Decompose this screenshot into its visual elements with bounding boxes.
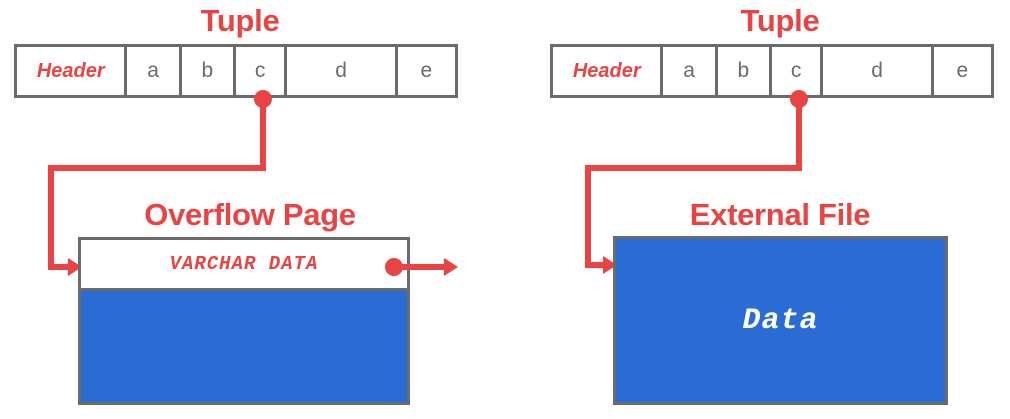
- overflow-chain-dot-icon: [385, 258, 403, 276]
- external-file-label: Data: [742, 303, 819, 338]
- right-pointer-segment-4: [585, 262, 607, 268]
- left-pointer-segment-2: [48, 165, 266, 171]
- left-tuple-cell-header: Header: [17, 47, 128, 95]
- overflow-page-title: Overflow Page: [144, 197, 356, 232]
- left-tuple-cell-b: b: [181, 47, 236, 95]
- left-pointer-segment-1: [260, 99, 266, 171]
- right-tuple-cell-b: b: [717, 47, 772, 95]
- left-tuple-table: Header a b c d e: [14, 44, 458, 98]
- right-tuple-cell-a: a: [663, 47, 718, 95]
- right-tuple-title: Tuple: [740, 3, 820, 38]
- left-tuple-cell-a: a: [127, 47, 182, 95]
- overflow-chain-arrowhead-icon: [444, 258, 458, 276]
- overflow-chain-segment: [400, 264, 446, 270]
- right-pointer-segment-1: [796, 99, 802, 171]
- left-pointer-segment-4: [48, 264, 72, 270]
- right-tuple-cell-e: e: [933, 47, 991, 95]
- left-tuple-cell-c: c: [236, 47, 288, 95]
- right-tuple-cell-header: Header: [553, 47, 664, 95]
- overflow-page-slot: VARCHAR DATA: [81, 240, 407, 291]
- left-tuple-cell-d: d: [287, 47, 398, 95]
- right-pointer-segment-2: [585, 165, 802, 171]
- right-tuple-cell-c: c: [772, 47, 824, 95]
- external-file-box: Data: [613, 236, 948, 405]
- right-tuple-table: Header a b c d e: [550, 44, 994, 98]
- overflow-slot-label: VARCHAR DATA: [169, 253, 319, 275]
- left-tuple-title: Tuple: [200, 3, 280, 38]
- overflow-page-box: VARCHAR DATA: [78, 237, 410, 405]
- external-file-title: External File: [689, 197, 871, 232]
- left-pointer-segment-3: [48, 165, 54, 267]
- right-tuple-cell-d: d: [823, 47, 934, 95]
- left-tuple-cell-e: e: [397, 47, 455, 95]
- overflow-page-fill: [81, 291, 407, 402]
- right-pointer-segment-3: [585, 165, 591, 265]
